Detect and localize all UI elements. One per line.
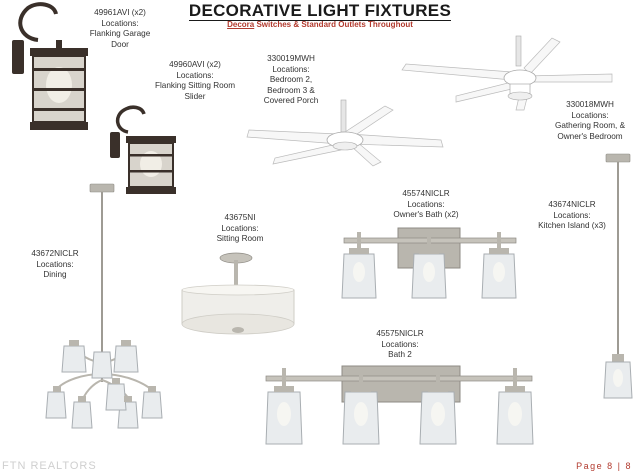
lantern-large-image — [12, 2, 88, 130]
lantern-small-image — [110, 105, 176, 194]
drum-ceiling-light-image — [181, 252, 295, 335]
footer-brand-watermark: FTN REALTORS — [2, 460, 97, 472]
ceiling-fan-large-image — [401, 35, 613, 111]
vanity-three-light-image — [341, 227, 517, 299]
pendant-image — [603, 153, 633, 399]
subtitle-text: Switches & Standard Outlets Throughout — [254, 20, 413, 29]
page-subtitle: Decora Switches & Standard Outlets Throu… — [0, 20, 640, 29]
ceiling-fan-small-image — [246, 99, 444, 167]
subtitle-brand: Decora — [227, 20, 255, 29]
page-number: Page 8 | 8 — [576, 461, 632, 471]
chandelier-image — [45, 183, 163, 429]
label-49960AVI: 49960AVI (x2)Locations:Flanking Sitting … — [154, 60, 236, 101]
page-title: DECORATIVE LIGHT FIXTURES — [188, 1, 452, 21]
vanity-four-light-image — [265, 365, 534, 445]
